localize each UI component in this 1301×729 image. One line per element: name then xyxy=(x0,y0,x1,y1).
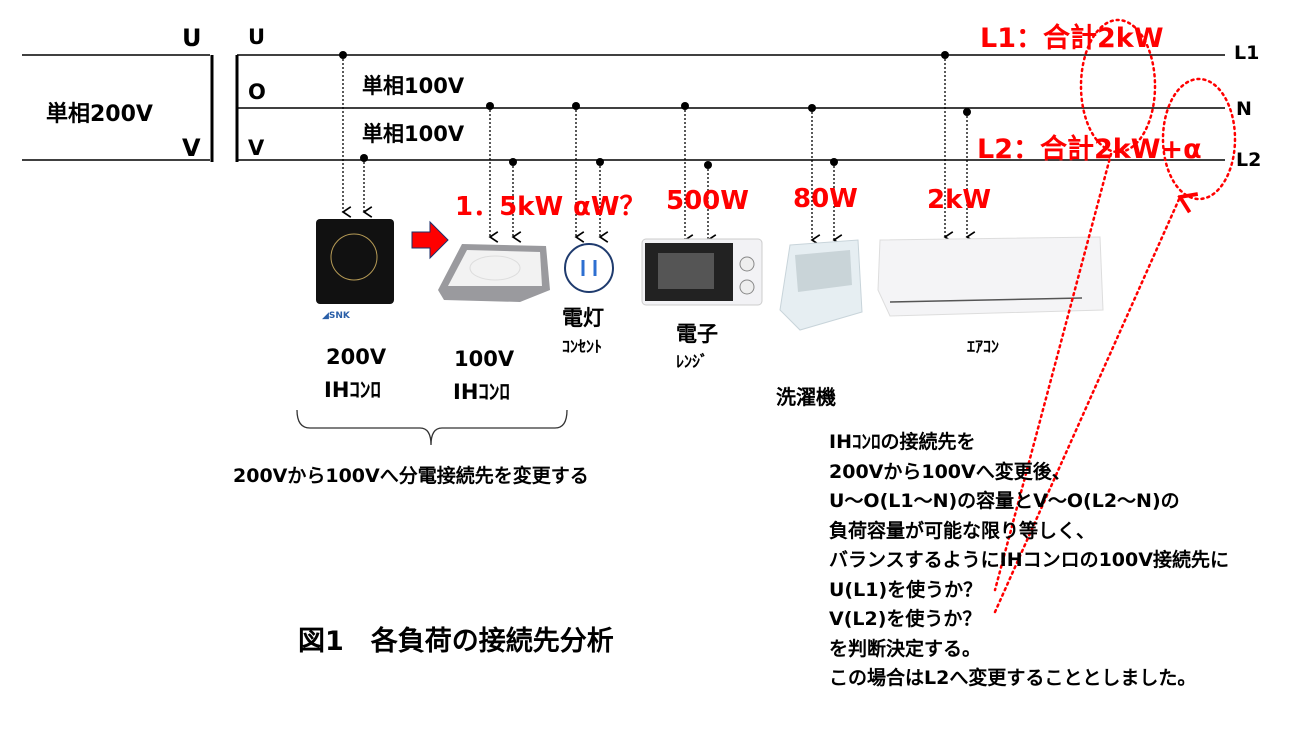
outlet-sublabel: ｺﾝｾﾝﾄ xyxy=(562,337,603,356)
right-o-label: O xyxy=(248,80,266,104)
air-conditioner-image xyxy=(877,236,1104,317)
grouping-brace xyxy=(296,409,568,446)
l1-total-label: L1：合計2kW xyxy=(980,23,1164,54)
n-label: N xyxy=(1236,98,1252,120)
explanation-note: IHｺﾝﾛの接続先を 200Vから100Vへ変更後、 U～O(L1～N)の容量と… xyxy=(829,428,1229,694)
l2-leader-arrow xyxy=(993,197,1180,614)
microwave-sublabel: ﾚﾝｼﾞ xyxy=(676,352,709,371)
bus-lines xyxy=(237,54,1225,161)
right-u-label: U xyxy=(248,25,266,49)
right-v-label: V xyxy=(248,136,265,160)
left-u-label: U xyxy=(182,24,202,52)
note-line: 負荷容量が可能な限り等しく、 xyxy=(829,519,1096,542)
load-power-ih-100v: 1．5kW xyxy=(455,192,564,222)
l2-label: L2 xyxy=(1236,149,1262,171)
brace-caption: 200Vから100Vへ分電接続先を変更する xyxy=(233,465,589,487)
ih-100v-name: IHｺﾝﾛ xyxy=(453,380,510,404)
l1-leader-line xyxy=(993,152,1113,592)
load-power-washer: 80W xyxy=(793,184,858,214)
single-phase-100v-lower: 単相100V xyxy=(362,122,465,146)
outlet-label: 電灯 xyxy=(562,306,604,330)
change-arrow-icon xyxy=(411,220,449,260)
l2-highlight-ellipse xyxy=(1161,77,1237,201)
aircon-label: ｴｱｺﾝ xyxy=(967,337,1000,356)
ih-200v-name: IHｺﾝﾛ xyxy=(324,378,381,402)
l1-highlight-ellipse xyxy=(1079,18,1157,154)
note-line: 200Vから100Vへ変更後、 xyxy=(829,460,1071,483)
microwave-image xyxy=(641,238,763,306)
l1-label: L1 xyxy=(1234,42,1260,64)
ih-cooker-200v-image: ◢SNK xyxy=(316,219,394,321)
single-phase-200v-label: 単相200V xyxy=(46,102,153,127)
note-line: この場合はL2へ変更することとしました。 xyxy=(829,667,1197,689)
ih-cooker-100v-image xyxy=(438,244,550,302)
figure-caption: 図1 各負荷の接続先分析 xyxy=(298,626,614,657)
left-feed-lines xyxy=(22,54,210,161)
ih-100v-voltage: 100V xyxy=(454,347,515,371)
note-line: U～O(L1～N)の容量とV～O(L2～N)の xyxy=(829,490,1180,512)
load-power-aircon: 2kW xyxy=(927,185,992,215)
single-phase-100v-upper: 単相100V xyxy=(362,74,465,98)
load-taps xyxy=(343,55,967,240)
note-line: を判断決定する。 xyxy=(829,637,982,660)
red-annotations xyxy=(993,18,1237,614)
note-line: U(L1)を使うか？ xyxy=(829,578,983,601)
load-power-microwave: 500W xyxy=(666,186,749,216)
tap-dots xyxy=(339,51,971,169)
washer-label: 洗濯機 xyxy=(776,385,836,409)
left-v-label: V xyxy=(182,134,201,162)
washing-machine-image xyxy=(779,239,863,331)
note-line: バランスするようにIHコンロの100V接続先に xyxy=(829,549,1229,571)
ih-200v-voltage: 200V xyxy=(326,345,387,369)
note-line: IHｺﾝﾛの接続先を xyxy=(829,431,976,453)
note-line: V(L2)を使うか？ xyxy=(829,608,982,630)
l2-total-label: L2：合計2kW+α xyxy=(977,134,1202,165)
outlet-icon xyxy=(564,243,614,293)
microwave-label: 電子 xyxy=(676,322,718,346)
brand-logo: ◢SNK xyxy=(322,311,351,321)
load-power-outlet: αW？ xyxy=(573,192,646,222)
